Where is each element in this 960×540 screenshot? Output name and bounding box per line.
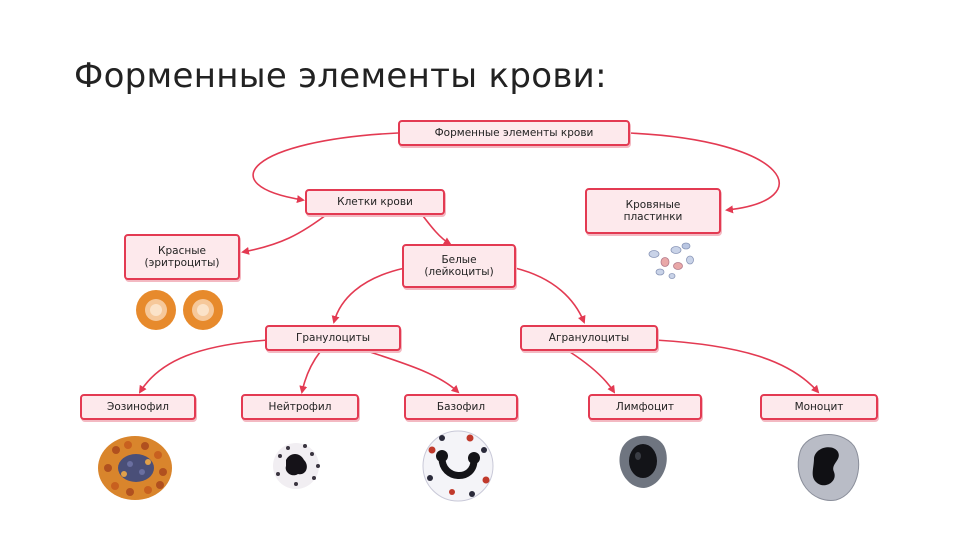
node-white-line2: (лейкоциты) (424, 266, 494, 278)
node-lymphocyte: Лимфоцит (588, 394, 702, 420)
arrow-root-to-platelets (627, 132, 780, 214)
arrow-agran-to-lym (569, 351, 616, 394)
node-eosinophil: Эозинофил (80, 394, 196, 420)
node-neutrophil-label: Нейтрофил (268, 401, 332, 413)
node-platelets-line2: пластинки (623, 211, 683, 223)
node-white-line1: Белые (441, 254, 477, 266)
neutrophil-image (273, 443, 320, 489)
arrow-gran-to-neut (299, 351, 321, 394)
slide-title: Форменные элементы крови: (74, 56, 607, 96)
arrow-cells-to-red (241, 211, 331, 255)
arrow-gran-to-bas (369, 351, 460, 394)
node-neutrophil: Нейтрофил (241, 394, 359, 420)
platelets-image (648, 242, 694, 279)
node-cells: Клетки крови (305, 189, 445, 215)
arrow-white-to-gran (331, 267, 406, 324)
arrow-root-to-cells (252, 132, 399, 203)
node-monocyte: Моноцит (760, 394, 878, 420)
erythrocytes-image (136, 290, 223, 330)
node-granulocytes-label: Гранулоциты (295, 332, 371, 344)
node-white: Белые (лейкоциты) (402, 244, 516, 288)
lymphocyte-image (619, 435, 667, 488)
arrow-gran-to-eos (138, 339, 269, 394)
node-agranulocytes: Агранулоциты (520, 325, 658, 351)
node-cells-label: Клетки крови (337, 196, 413, 208)
monocyte-image (797, 434, 860, 501)
node-monocyte-label: Моноцит (794, 401, 844, 413)
arrow-agran-to-mono (654, 339, 820, 394)
node-red-line1: Красные (158, 245, 206, 257)
node-basophil-label: Базофил (436, 401, 486, 413)
arrow-cells-to-white (419, 211, 452, 246)
node-granulocytes: Гранулоциты (265, 325, 401, 351)
eosinophil-image (98, 436, 172, 500)
node-lymphocyte-label: Лимфоцит (615, 401, 675, 413)
node-root: Форменные элементы крови (398, 120, 630, 146)
node-basophil: Базофил (404, 394, 518, 420)
node-red-line2: (эритроциты) (144, 257, 220, 269)
node-agranulocytes-label: Агранулоциты (548, 332, 630, 344)
node-root-label: Форменные элементы крови (434, 127, 594, 139)
basophil-image (422, 430, 494, 502)
node-eosinophil-label: Эозинофил (107, 401, 169, 413)
node-red: Красные (эритроциты) (124, 234, 240, 280)
node-platelets-line1: Кровяные (625, 199, 681, 211)
arrow-white-to-agran (514, 267, 586, 324)
node-platelets: Кровяные пластинки (585, 188, 721, 234)
